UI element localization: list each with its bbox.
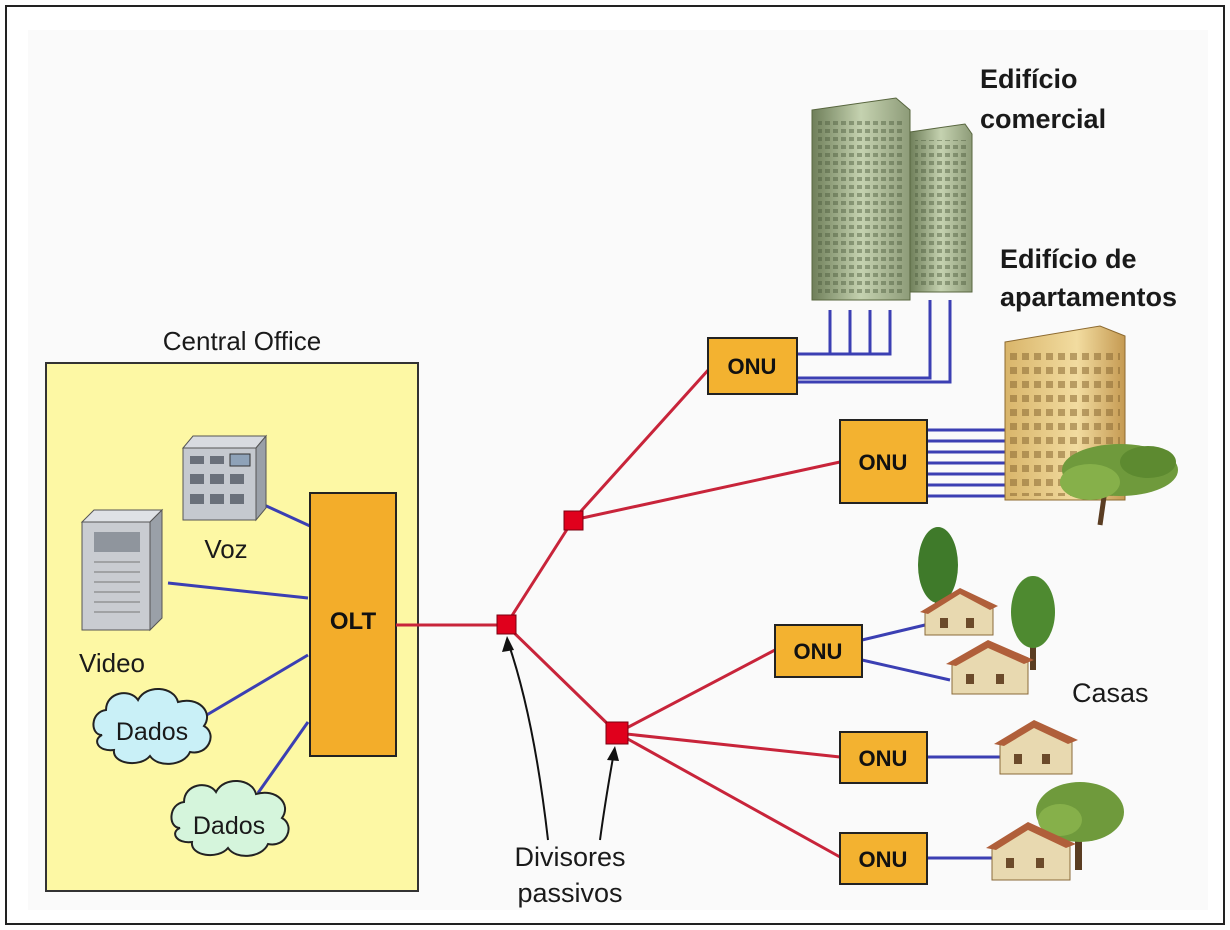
house-icon-1 bbox=[920, 588, 998, 636]
olt-box bbox=[309, 492, 397, 757]
tree-icon-4 bbox=[1036, 782, 1124, 870]
onu-copper-links bbox=[797, 300, 1005, 860]
data-cloud-icon-1 bbox=[92, 688, 212, 765]
splitter-3 bbox=[605, 721, 629, 745]
splitter-label-line2: passivos bbox=[517, 878, 622, 908]
voice-label: Voz bbox=[204, 534, 247, 564]
voice-switch-icon bbox=[181, 434, 268, 522]
apartments-label-line1: Edifício de bbox=[1000, 244, 1137, 274]
arrow-head-1 bbox=[502, 636, 514, 652]
tree-icon-3 bbox=[1011, 576, 1055, 670]
fiber-links bbox=[396, 366, 841, 859]
commercial-label-line1: Edifício bbox=[980, 64, 1078, 94]
onu-box-5 bbox=[839, 832, 928, 885]
data-label-2: Dados bbox=[193, 812, 265, 840]
tree-icon-1 bbox=[1060, 444, 1178, 526]
video-label: Video bbox=[79, 648, 145, 678]
tree-icon-2 bbox=[918, 527, 958, 620]
arrow-head-2 bbox=[607, 746, 619, 761]
onu-box-3 bbox=[774, 624, 863, 678]
splitter-label-line1: Divisores bbox=[514, 842, 625, 872]
houses-label: Casas bbox=[1072, 678, 1149, 708]
splitter-2 bbox=[563, 510, 584, 531]
data-cloud-icon-2 bbox=[170, 780, 290, 857]
onu-box-4 bbox=[839, 731, 928, 784]
onu-box-1 bbox=[707, 337, 798, 395]
house-icon-2 bbox=[946, 640, 1034, 695]
apartments-label-line2: apartamentos bbox=[1000, 282, 1177, 312]
house-icon-3 bbox=[994, 720, 1078, 775]
data-label-1: Dados bbox=[116, 718, 188, 746]
splitter-1 bbox=[496, 614, 517, 635]
onu-label-3: ONU bbox=[794, 639, 843, 664]
onu-label-5: ONU bbox=[859, 847, 908, 872]
olt-label: OLT bbox=[330, 608, 377, 635]
onu-label-2: ONU bbox=[859, 450, 908, 475]
co-internal-links bbox=[167, 502, 311, 794]
onu-label-4: ONU bbox=[859, 746, 908, 771]
onu-label-1: ONU bbox=[728, 354, 777, 379]
video-server-icon bbox=[80, 508, 164, 632]
onu-box-2 bbox=[839, 419, 928, 504]
commercial-label-line2: comercial bbox=[980, 104, 1106, 134]
house-icon-4 bbox=[986, 822, 1076, 881]
commercial-building-icon bbox=[811, 97, 973, 301]
central-office-label: Central Office bbox=[163, 326, 321, 356]
